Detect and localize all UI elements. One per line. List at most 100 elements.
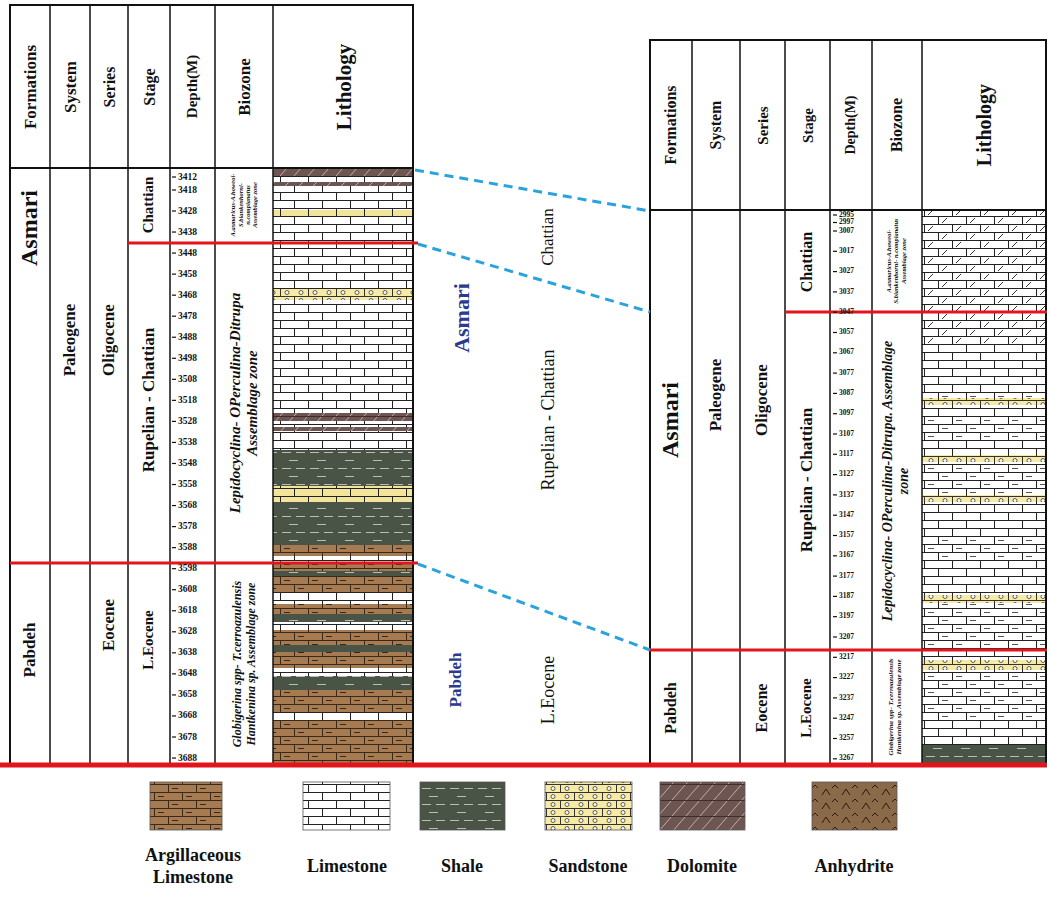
lithology-bed [273,182,413,186]
biozone-name: Globigerina spp- T.cerroazulensis Hantke… [230,567,258,762]
label-box: Lepidocyclina- OPerculina-Ditrupa. Assem… [873,336,919,626]
depth-tick [172,400,176,401]
label-box: 3468 [178,289,214,301]
label-box: 3197 [839,612,870,621]
depth-tick [833,718,837,719]
label-box: 3227 [839,673,870,682]
column-header: Series [754,106,771,144]
label-box: 3478 [178,310,214,322]
formation-name: Asmari [16,190,44,266]
depth-tick [172,757,176,758]
column-header: Formations [662,85,680,164]
legend-entry: Limestone [292,840,402,894]
label-box: 3257 [839,734,870,743]
label-box: Depth(M) [832,45,870,205]
column-rule [272,5,274,765]
depth-tick [833,230,837,231]
label-box: 3418 [178,184,214,196]
lithology-bed [273,571,413,576]
depth-tick [833,494,837,495]
depth-tick [833,413,837,414]
depth-value: 3117 [839,450,854,459]
correlation-line [415,170,650,211]
lithology-bed [922,745,1046,765]
depth-tick [172,736,176,737]
formation-name: Pabdeh [20,623,40,678]
depth-tick [172,463,176,464]
system-name: Paleogene [706,359,726,432]
label-box: 3412 [178,171,214,183]
lithology-bed [922,720,1046,745]
column-header: System [60,61,80,113]
label-box: 3027 [839,267,870,276]
label-box: Series [92,9,126,164]
depth-tick [833,214,837,215]
depth-value: 3418 [178,185,197,196]
label-box: Oligocene [742,250,782,550]
lithology-bed [273,720,413,765]
label-box: 3538 [178,436,214,448]
depth-tick [172,589,176,590]
label-box: 3047 [839,308,870,317]
biozone-name: Lepidocyclina- OPerculina-Ditrupa Assemb… [227,258,262,548]
label-box: 3658 [178,689,214,701]
column-rule [49,5,51,765]
lithology-bed [273,210,413,216]
formation-name: Asmari [449,283,474,353]
column-header: System [707,101,725,150]
depth-value: 3678 [178,732,197,743]
column-header: Biozone [234,58,254,116]
lithology-bed [922,455,1046,462]
header-rule [10,167,413,169]
lithology-bed [273,614,413,622]
column-rule [829,40,831,765]
lithology-bed [273,576,413,592]
depth-value: 3578 [178,521,197,532]
label-box: Biozone [217,9,271,164]
base-line [0,763,1047,768]
lithology-bed [922,398,1046,405]
depth-tick [833,535,837,536]
label-box: Pabdeh [652,653,690,763]
column-rule [739,40,741,765]
depth-tick [833,222,837,223]
lithology-bed [273,630,413,645]
label-box: 3117 [839,450,870,459]
table-frame [10,5,413,765]
label-box: Pabdeh [12,575,48,725]
column-rule [89,5,91,765]
label-box: 3668 [178,710,214,722]
stage-name: L.Eocene [140,610,157,670]
depth-tick [172,358,176,359]
depth-value: 3207 [839,633,854,642]
label-box: 3588 [178,542,214,554]
depth-value: 3628 [178,626,197,637]
depth-tick [172,421,176,422]
column-header: Depth(M) [843,95,859,154]
depth-value: 3638 [178,647,197,658]
legend-entry: Shale [412,840,512,894]
depth-tick [833,555,837,556]
lithology-bed [273,502,413,545]
lithology-bed [273,431,413,450]
depth-value: 3077 [839,369,854,378]
formation-name: Pabdeh [446,653,466,708]
depth-tick [833,373,837,374]
depth-value: 3608 [178,584,197,595]
depth-value: 3518 [178,395,197,406]
biozone-name: Globigerina spp- T.cerroazulensis Hantke… [888,652,904,762]
stage-name: Chattian [538,208,558,266]
label-box: Asmari [652,320,690,520]
column-rule [127,5,129,765]
depth-tick [172,694,176,695]
label-box: 3187 [839,592,870,601]
lithology-bed [273,427,413,431]
label-box: Depth(M) [172,9,213,164]
lithology-bed [922,390,1046,398]
label-box: 3528 [178,415,214,427]
label-box: 3107 [839,430,870,439]
lithology-bed [922,502,1046,540]
legend-entry: Argillaceous Limestone [118,840,268,894]
depth-value: 3197 [839,612,854,621]
depth-tick [833,677,837,678]
